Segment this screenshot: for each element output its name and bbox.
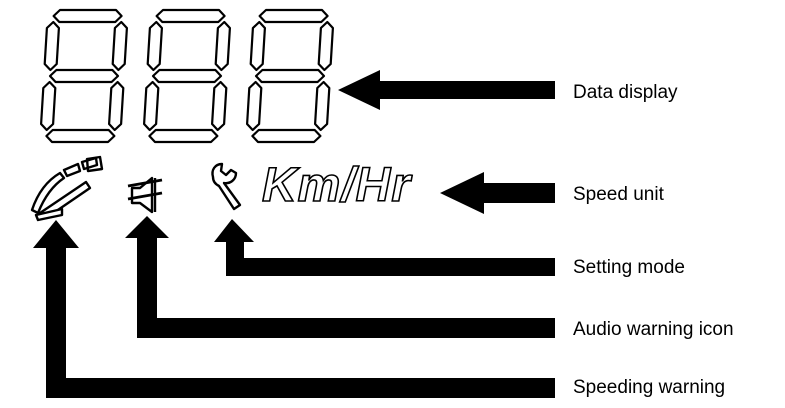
speedometer-arc-icon — [30, 155, 104, 222]
segment-g — [151, 68, 223, 84]
arrow-data-display — [338, 70, 555, 110]
segment-f — [43, 20, 60, 72]
segment-c — [313, 80, 331, 132]
seven-segment-digits — [40, 8, 335, 144]
segment-e — [40, 80, 57, 132]
arrow-audio-warning — [125, 216, 555, 338]
segment-b — [317, 20, 335, 72]
segment-e — [143, 80, 160, 132]
segment-d — [148, 128, 219, 144]
arrows — [33, 70, 555, 398]
segment-e — [246, 80, 263, 132]
label-data-display: Data display — [573, 82, 678, 103]
segment-a — [258, 8, 329, 24]
segment-d — [251, 128, 322, 144]
arrow-speed-unit — [440, 172, 555, 214]
segment-b — [214, 20, 232, 72]
segment-b — [111, 20, 129, 72]
segment-f — [146, 20, 163, 72]
speed-unit-text: Km/Hr — [261, 159, 412, 212]
digit-1 — [40, 8, 129, 144]
segment-g — [254, 68, 326, 84]
arrow-setting-mode — [214, 219, 555, 276]
digit-2 — [143, 8, 232, 144]
label-speed-unit: Speed unit — [573, 184, 664, 205]
segment-c — [107, 80, 125, 132]
segment-c — [210, 80, 228, 132]
label-audio-warning: Audio warning icon — [573, 319, 734, 340]
label-setting-mode: Setting mode — [573, 257, 685, 278]
wrench-icon — [211, 162, 242, 211]
arrow-speeding-warning — [33, 220, 555, 398]
segment-a — [52, 8, 123, 24]
segment-a — [155, 8, 226, 24]
segment-d — [45, 128, 116, 144]
digit-3 — [246, 8, 335, 144]
segment-f — [249, 20, 266, 72]
label-speeding-warning: Speeding warning — [573, 377, 726, 398]
speaker-muted-icon — [127, 176, 163, 214]
segment-g — [48, 68, 120, 84]
